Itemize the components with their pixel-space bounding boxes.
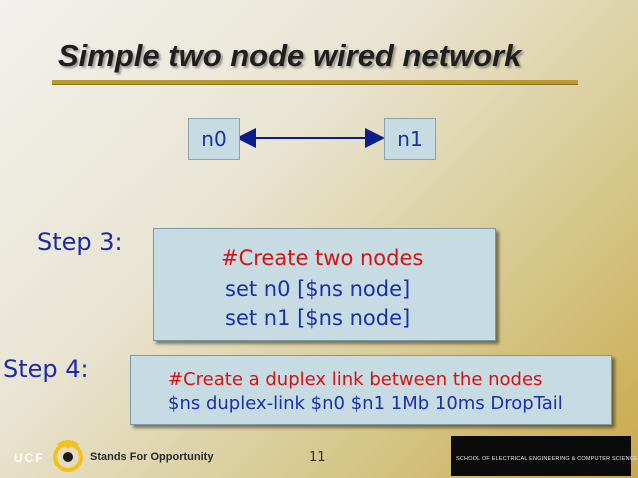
ucf-logo-text: UCF	[14, 451, 45, 465]
page-number: 11	[309, 450, 326, 465]
node-n1: n1	[384, 118, 436, 160]
step-4-label: Step 4:	[3, 355, 89, 383]
step-3-code-box: #Create two nodes set n0 [$ns node] set …	[153, 228, 496, 341]
school-banner	[451, 436, 631, 476]
slide-title: Simple two node wired network	[58, 38, 522, 73]
pegasus-logo-icon	[53, 440, 83, 472]
step-3-line-2: set n1 [$ns node]	[225, 306, 411, 330]
title-underline	[52, 80, 578, 85]
ucf-tagline: Stands For Opportunity	[90, 451, 214, 463]
step-3-comment: #Create two nodes	[221, 246, 424, 270]
school-name: SCHOOL OF ELECTRICAL ENGINEERING & COMPU…	[456, 456, 638, 462]
step-3-label: Step 3:	[37, 228, 123, 256]
step-4-line-1: $ns duplex-link $n0 $n1 1Mb 10ms DropTai…	[168, 393, 563, 414]
node-n0: n0	[188, 118, 240, 160]
step-3-line-1: set n0 [$ns node]	[225, 277, 411, 301]
step-4-comment: #Create a duplex link between the nodes	[168, 369, 543, 390]
step-4-code-box: #Create a duplex link between the nodes …	[130, 355, 612, 425]
